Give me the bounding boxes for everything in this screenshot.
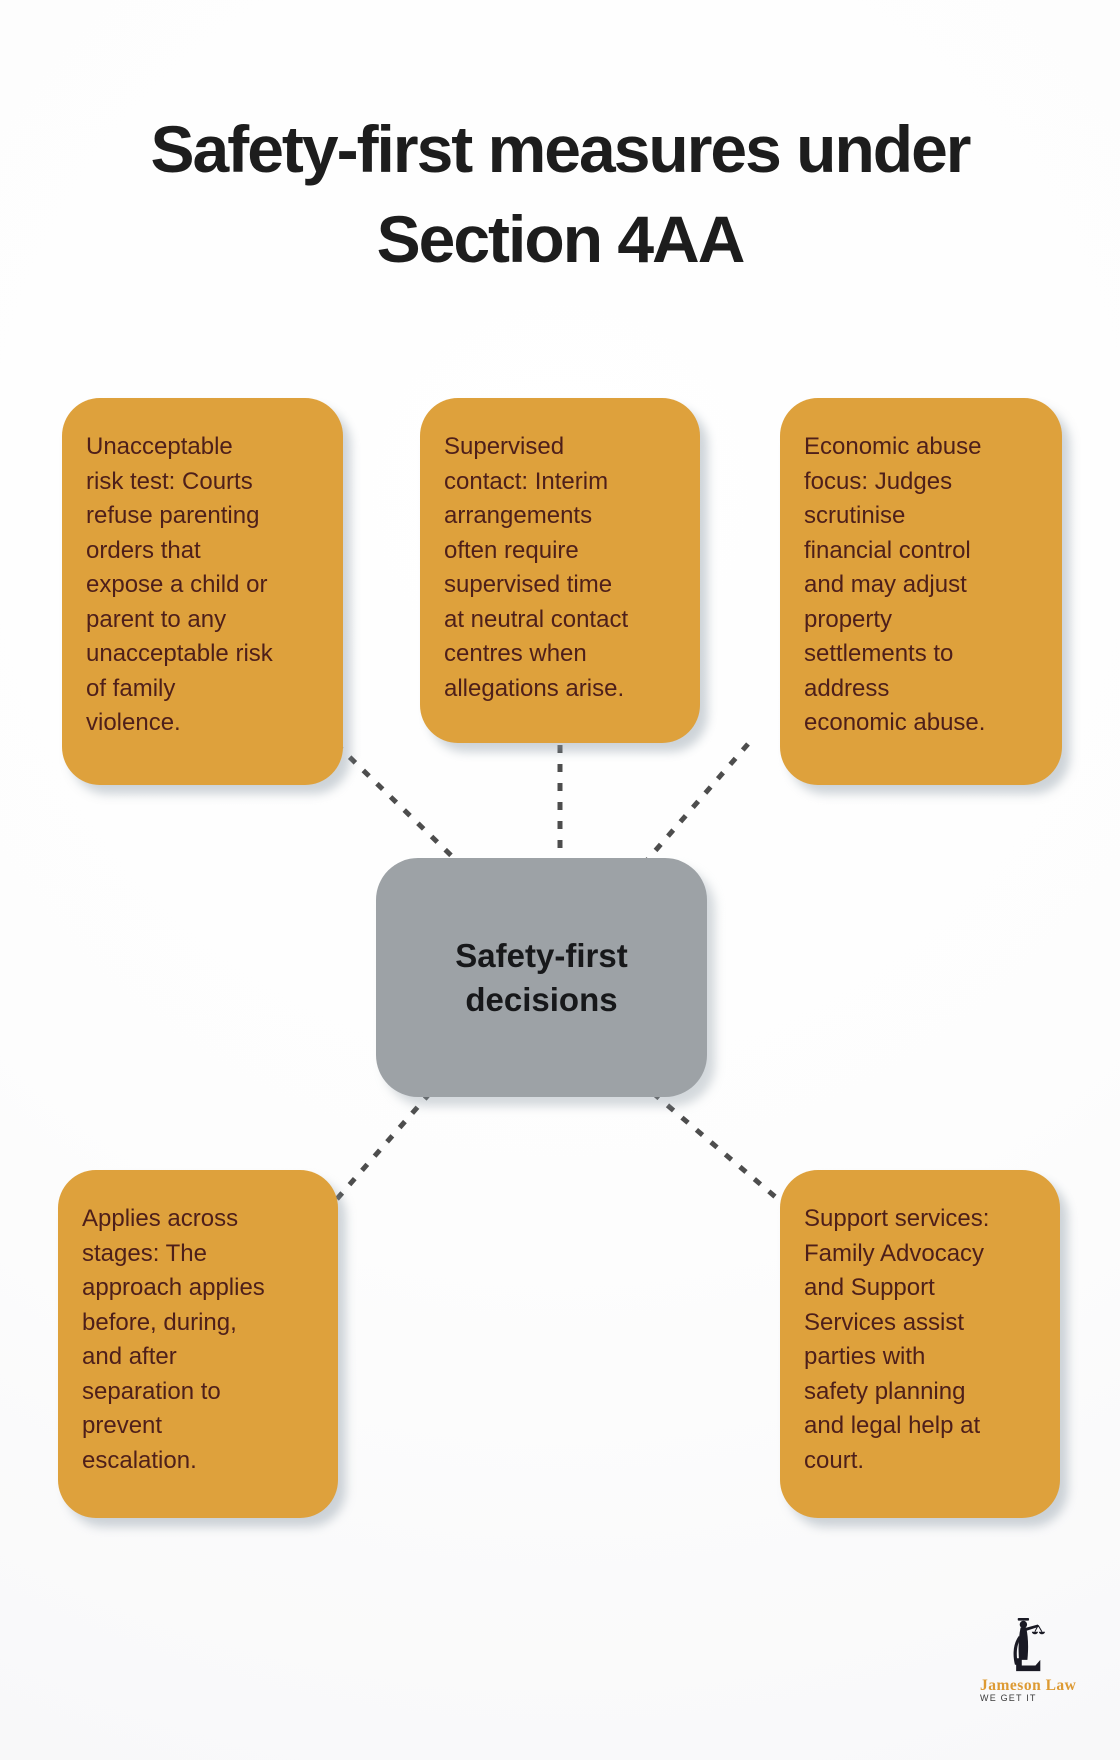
center-node-label: Safety-first decisions [455, 936, 628, 1018]
node-applies-across-stages: Applies across stages: The approach appl… [58, 1170, 338, 1518]
node-economic-abuse-focus-text: Economic abuse focus: Judges scrutinise … [804, 433, 986, 736]
node-economic-abuse-focus: Economic abuse focus: Judges scrutinise … [780, 398, 1062, 785]
center-node: Safety-first decisions [376, 858, 707, 1097]
node-unacceptable-risk-test-text: Unacceptable risk test: Courts refuse pa… [86, 433, 273, 736]
lady-justice-icon [1013, 1618, 1045, 1672]
node-support-services: Support services: Family Advocacy and Su… [780, 1170, 1060, 1518]
node-supervised-contact-text: Supervised contact: Interim arrangements… [444, 433, 629, 702]
node-support-services-text: Support services: Family Advocacy and Su… [804, 1205, 990, 1474]
connector-top-left [334, 742, 464, 868]
node-unacceptable-risk-test: Unacceptable risk test: Courts refuse pa… [62, 398, 343, 785]
logo-brand-name: Jameson Law [980, 1677, 1077, 1694]
connector-bottom-right [651, 1091, 781, 1202]
node-applies-across-stages-text: Applies across stages: The approach appl… [82, 1205, 265, 1474]
connector-top-right [640, 742, 750, 868]
jameson-law-logo: Jameson Law WE GET IT [970, 1618, 1080, 1704]
page-title: Safety-first measures under Section 4AA [150, 112, 972, 276]
logo-tagline: WE GET IT [980, 1693, 1037, 1703]
connector-bottom-left [334, 1091, 432, 1202]
node-supervised-contact: Supervised contact: Interim arrangements… [420, 398, 700, 743]
